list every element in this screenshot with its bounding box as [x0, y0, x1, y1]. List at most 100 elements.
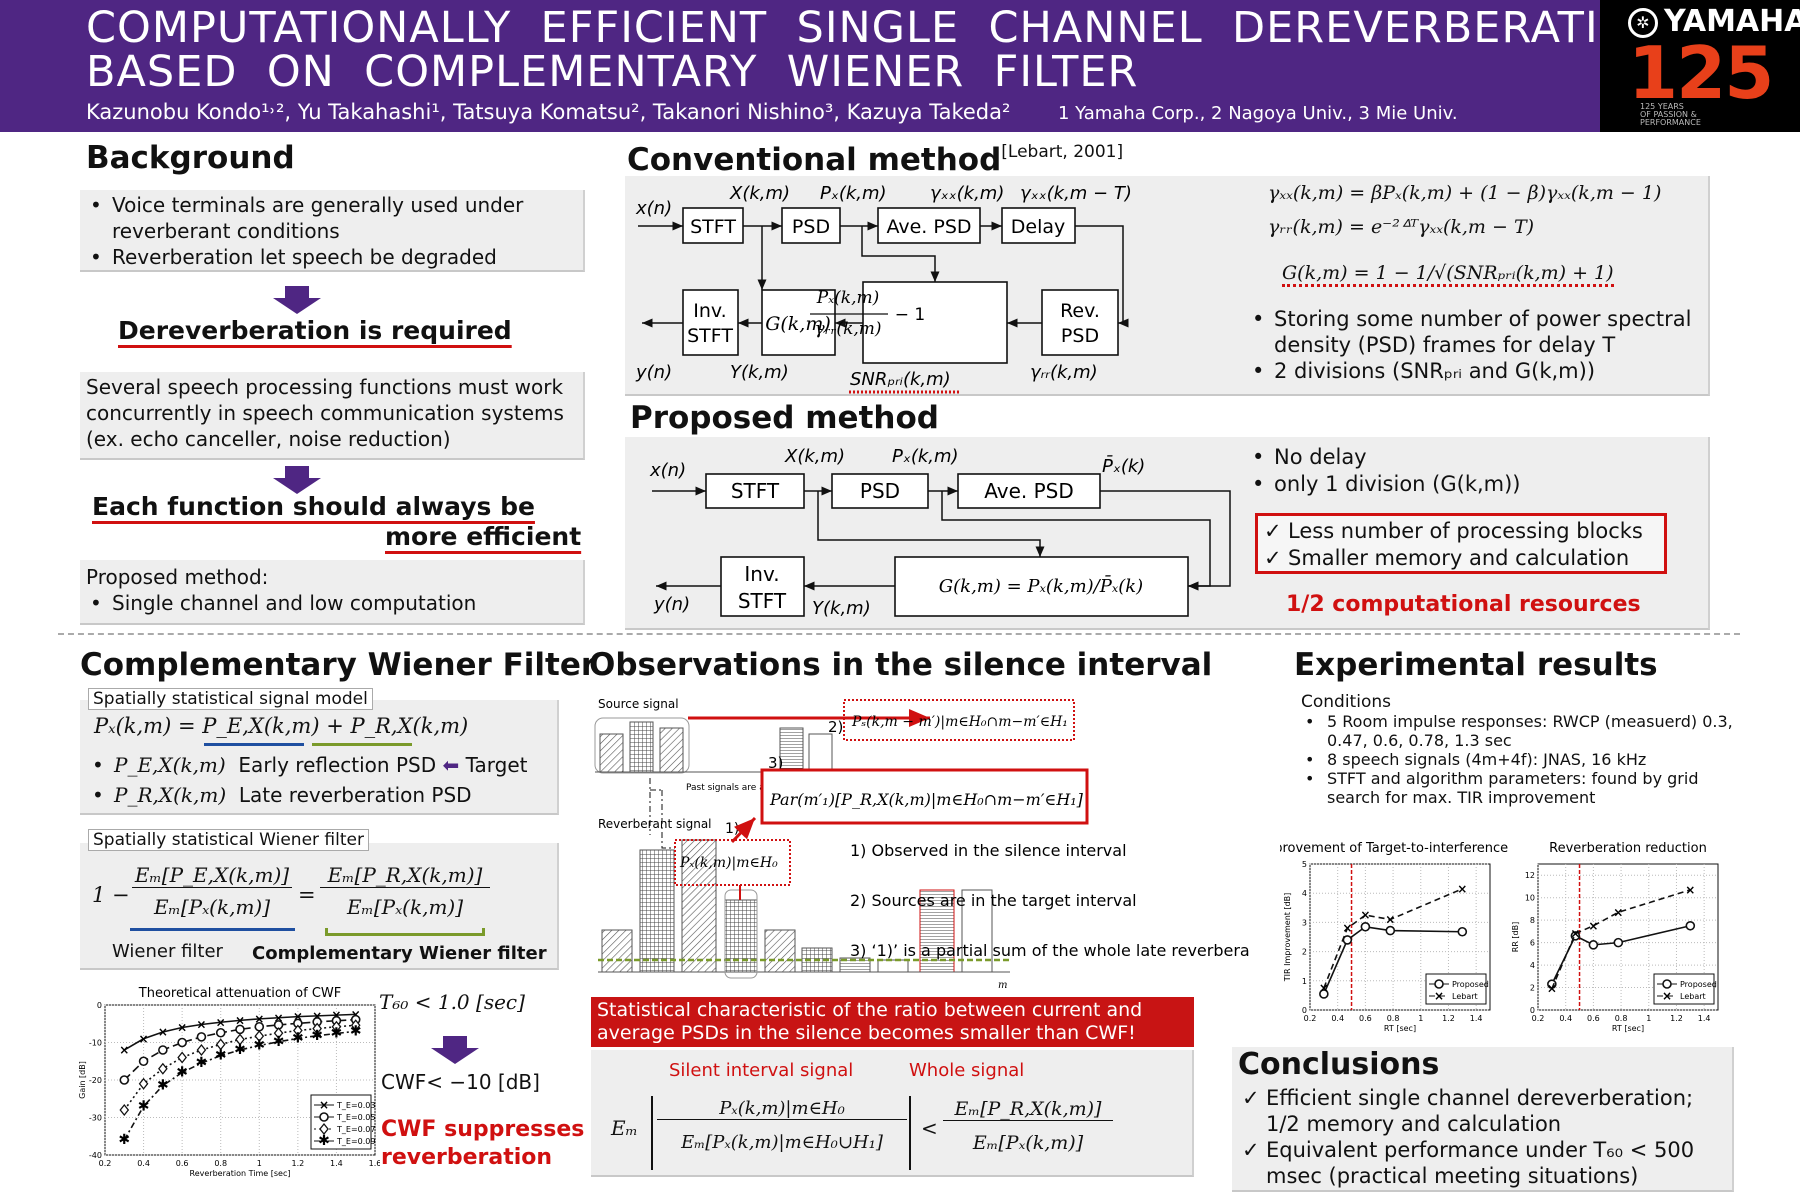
data-point — [254, 1030, 265, 1043]
x-tick-label: 0.8 — [1387, 1014, 1400, 1023]
svg-text:m: m — [998, 980, 1007, 991]
svg-text:γᵣᵣ(k,m): γᵣᵣ(k,m) — [1030, 362, 1098, 383]
svg-text:γₓₓ(k,m − T): γₓₓ(k,m − T) — [1020, 183, 1132, 204]
signal-model-box: Spatially statistical signal model Pₓ(k,… — [80, 688, 559, 815]
data-point: ✱ — [138, 1098, 150, 1114]
y-axis-label: Gain [dB] — [78, 1061, 87, 1099]
legend — [310, 1094, 372, 1150]
conditions-list: 5 Room impulse responses: RWCP (measuerd… — [1301, 712, 1741, 807]
svg-text:X(k,m): X(k,m) — [729, 183, 790, 204]
authors: Kazunobu Kondo¹˒², Yu Takahashi¹, Tatsuy… — [86, 100, 1011, 124]
y-tick-label: 5 — [1302, 860, 1307, 869]
svg-text:Pₓ(k,m): Pₓ(k,m) — [892, 446, 959, 467]
x-tick-label: 0.4 — [1559, 1014, 1572, 1023]
data-point: × — [1588, 919, 1598, 933]
svg-text:Inv.: Inv. — [744, 562, 779, 586]
x-axis-label: RT [sec] — [1612, 1024, 1644, 1033]
data-point: × — [331, 1008, 341, 1022]
data-point: × — [158, 1025, 168, 1039]
legend — [1425, 973, 1487, 1005]
svg-text:STFT: STFT — [731, 479, 780, 503]
y-tick-label: 2 — [1302, 948, 1307, 957]
cwf-heading: Complementary Wiener Filter — [80, 647, 597, 683]
y-tick-label: 12 — [1525, 871, 1535, 880]
data-point — [235, 1033, 245, 1046]
poster-header: COMPUTATIONALLY EFFICIENT SINGLE CHANNEL… — [0, 0, 1666, 132]
data-point: × — [119, 1043, 129, 1057]
x-tick-label: 0.6 — [1359, 1014, 1372, 1023]
series-line-T_E=0.03 — [123, 1013, 356, 1051]
legend-marker: × — [319, 1098, 329, 1112]
x-tick-label: 0.2 — [1532, 1014, 1545, 1023]
x-tick-label: 1.4 — [1698, 1014, 1711, 1023]
y-tick-label: 0 — [1302, 1006, 1307, 1015]
svg-text:G(k,m): G(k,m) — [765, 313, 831, 335]
data-point: ✱ — [292, 1030, 304, 1046]
y-tick-label: 0 — [97, 1001, 102, 1010]
y-axis-label: TIR Improvement [dB] — [1283, 893, 1292, 983]
data-point — [312, 1022, 322, 1035]
x-tick-label: 0.6 — [1587, 1014, 1600, 1023]
y-tick-label: 2 — [1530, 984, 1535, 993]
proposed-advantages-box: Less number of processing blocksSmaller … — [1255, 513, 1667, 574]
data-point: × — [1360, 908, 1370, 922]
data-point — [119, 1103, 130, 1117]
gain-equation: G(k,m) = 1 − 1/√(SNRₚᵣᵢ(k,m) + 1) — [1282, 262, 1614, 287]
efficiency-callout-2: more efficient — [385, 522, 582, 551]
y-tick-label: -40 — [89, 1151, 102, 1160]
dereverberation-required-callout: Dereverberation is required — [118, 316, 512, 345]
legend-label: T_E=0.03 — [336, 1101, 375, 1110]
conventional-heading: Conventional method[Lebart, 2001] — [627, 142, 1124, 178]
x-tick-label: 1 — [257, 1159, 262, 1168]
y-axis-label: RR [dB] — [1511, 922, 1520, 952]
data-point: × — [177, 1021, 187, 1035]
x-tick-label: 0.8 — [214, 1159, 227, 1168]
svg-text:− 1: − 1 — [895, 305, 925, 325]
data-point — [1457, 926, 1468, 937]
legend-marker — [1662, 979, 1672, 989]
data-point — [350, 1019, 361, 1032]
y-tick-label: 3 — [1302, 918, 1307, 927]
svg-text:Pₓ(k,m): Pₓ(k,m) — [820, 183, 887, 204]
x-tick-label: 0.4 — [1331, 1014, 1344, 1023]
data-point: × — [1570, 927, 1580, 941]
x-tick-label: 0.8 — [1615, 1014, 1628, 1023]
y-tick-label: -30 — [89, 1114, 102, 1123]
conventional-bullets: Storing some number of power spectral de… — [1248, 306, 1708, 384]
legend-marker: × — [1662, 989, 1672, 1003]
data-point: × — [1457, 882, 1467, 896]
data-point — [196, 1043, 207, 1057]
t60-condition: T₆₀ < 1.0 [sec] — [379, 990, 525, 1014]
background-box: Voice terminals are generally used under… — [80, 190, 585, 272]
section-divider — [58, 633, 1740, 635]
data-point — [254, 1021, 265, 1032]
data-point: × — [1547, 982, 1557, 996]
data-point: × — [351, 1007, 361, 1021]
y-tick-label: 8 — [1530, 916, 1535, 925]
svg-text:Par(m′₁)[P_R,X(k,m)|m∈H₀∩m−m′∈: Par(m′₁)[P_R,X(k,m)|m∈H₀∩m−m′∈H₁] — [769, 790, 1084, 809]
legend-marker — [319, 1112, 329, 1122]
svg-text:3): 3) — [768, 754, 783, 772]
statistical-characteristic-banner: Statistical characteristic of the ratio … — [591, 997, 1194, 1047]
data-point: × — [274, 1011, 284, 1025]
computational-resources-result: 1/2 computational resources — [1286, 592, 1641, 617]
svg-text:1) Observed in the silence int: 1) Observed in the silence interval — [850, 841, 1127, 860]
svg-text:y(n): y(n) — [653, 594, 690, 615]
svg-text:X(k,m): X(k,m) — [784, 446, 845, 467]
tuning-fork-icon: ✲ — [1628, 8, 1658, 38]
svg-text:Source signal: Source signal — [598, 697, 679, 711]
x-tick-label: 1.2 — [1442, 1014, 1455, 1023]
silence-interval-diagram: Source signal m Past signals are attenua… — [594, 697, 1250, 991]
data-point: × — [216, 1015, 226, 1029]
y-tick-label: 6 — [1530, 939, 1535, 948]
svg-text:Pₓ(k,m): Pₓ(k,m) — [816, 288, 880, 308]
down-arrow-icon — [431, 1036, 479, 1064]
legend-label: Proposed — [1452, 980, 1489, 989]
inequality-box: Silent interval signal Whole signal Eₘ P… — [591, 1050, 1194, 1177]
data-point — [177, 1037, 187, 1048]
observations-heading: Observations in the silence interval — [589, 647, 1213, 683]
data-point: × — [139, 1032, 149, 1046]
